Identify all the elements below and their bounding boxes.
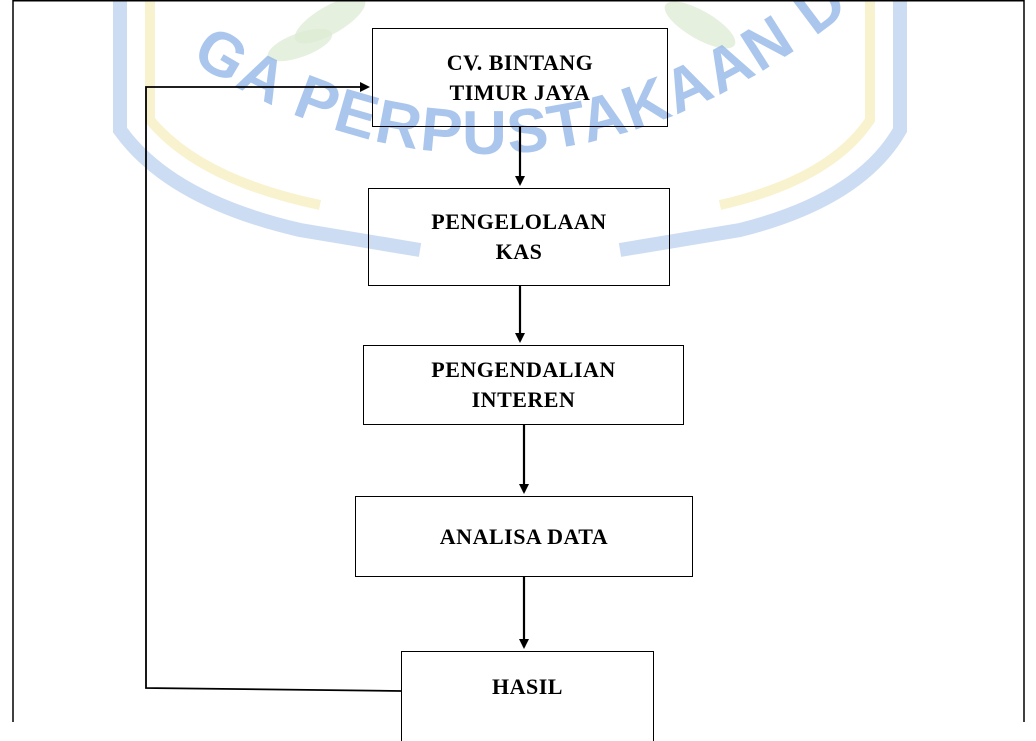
node-label-line: TIMUR JAYA xyxy=(449,79,591,105)
node-analisa-data: ANALISA DATA xyxy=(355,496,693,577)
node-pengendalian-interen: PENGENDALIAN INTEREN xyxy=(363,345,684,425)
flow-connectors xyxy=(12,0,1025,722)
node-label-line: HASIL xyxy=(492,674,563,699)
node-label-line: ANALISA DATA xyxy=(439,523,609,549)
library-seal-watermark: GA PERPUSTAKAAN DAN PENER xyxy=(0,0,907,257)
node-label-line: PENGENDALIAN xyxy=(431,357,616,382)
node-label-line: PENGELOLAAN xyxy=(431,209,607,234)
node-hasil: HASIL xyxy=(401,651,654,741)
node-label-line: CV. BINTANG xyxy=(446,49,594,75)
node-label-line: KAS xyxy=(495,239,543,264)
node-pengelolaan-kas: PENGELOLAAN KAS xyxy=(368,188,670,286)
node-label-line: INTEREN xyxy=(471,387,576,412)
node-cv-bintang-timur-jaya: CV. BINTANG TIMUR JAYA xyxy=(372,28,668,127)
arrow-feedback-hasil-to-cv xyxy=(145,82,402,692)
